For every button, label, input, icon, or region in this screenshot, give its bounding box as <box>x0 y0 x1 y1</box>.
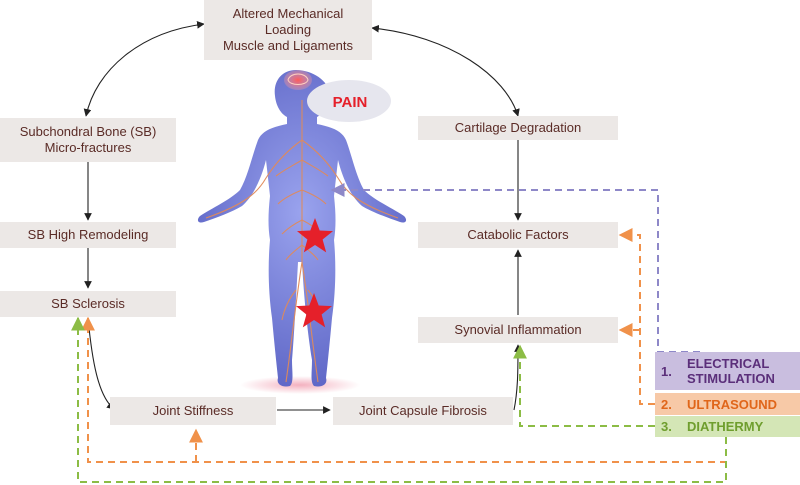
node-altered-mechanical-loading: Altered Mechanical Loading Muscle and Li… <box>204 0 372 60</box>
treatment-number: 2. <box>661 396 672 412</box>
electrical-stimulation-path <box>330 183 700 353</box>
node-synovial-inflammation: Synovial Inflammation <box>418 317 618 343</box>
treatment-label-line: ULTRASOUND <box>687 396 778 412</box>
node-sb-sclerosis: SB Sclerosis <box>0 291 176 317</box>
node-joint-stiffness: Joint Stiffness <box>110 397 276 425</box>
treatment-label-line: ELECTRICAL <box>687 356 770 371</box>
pain-star-knee <box>296 293 332 328</box>
node-catabolic-factors: Catabolic Factors <box>418 222 618 248</box>
node-text-line: Micro-fractures <box>44 140 132 155</box>
pain-bubble <box>307 80 391 122</box>
ultrasound-paths <box>81 228 727 463</box>
treatment-electrical-stimulation: 1. ELECTRICAL STIMULATION <box>655 352 800 390</box>
pain-star-hip <box>297 218 333 253</box>
diathermy-paths <box>71 316 727 483</box>
node-sb-high-remodeling: SB High Remodeling <box>0 222 176 248</box>
node-text-line: Subchondral Bone (SB) <box>19 124 157 139</box>
treatment-number: 3. <box>661 419 672 434</box>
treatment-label-line: DIATHERMY <box>687 419 764 434</box>
node-text-line: Muscle and Ligaments <box>222 38 354 53</box>
node-joint-capsule-fibrosis: Joint Capsule Fibrosis <box>333 397 513 425</box>
treatment-number: 1. <box>661 363 672 379</box>
node-cartilage-degradation: Cartilage Degradation <box>418 116 618 140</box>
node-subchondral-bone: Subchondral Bone (SB) Micro-fractures <box>0 118 176 162</box>
pain-label: PAIN <box>332 93 368 111</box>
node-text-line: Altered Mechanical <box>232 6 344 21</box>
treatment-ultrasound: 2. ULTRASOUND <box>655 393 800 415</box>
treatment-label-line: STIMULATION <box>687 371 775 386</box>
node-text-line: Loading <box>264 22 312 37</box>
treatment-diathermy: 3. DIATHERMY <box>655 416 800 437</box>
